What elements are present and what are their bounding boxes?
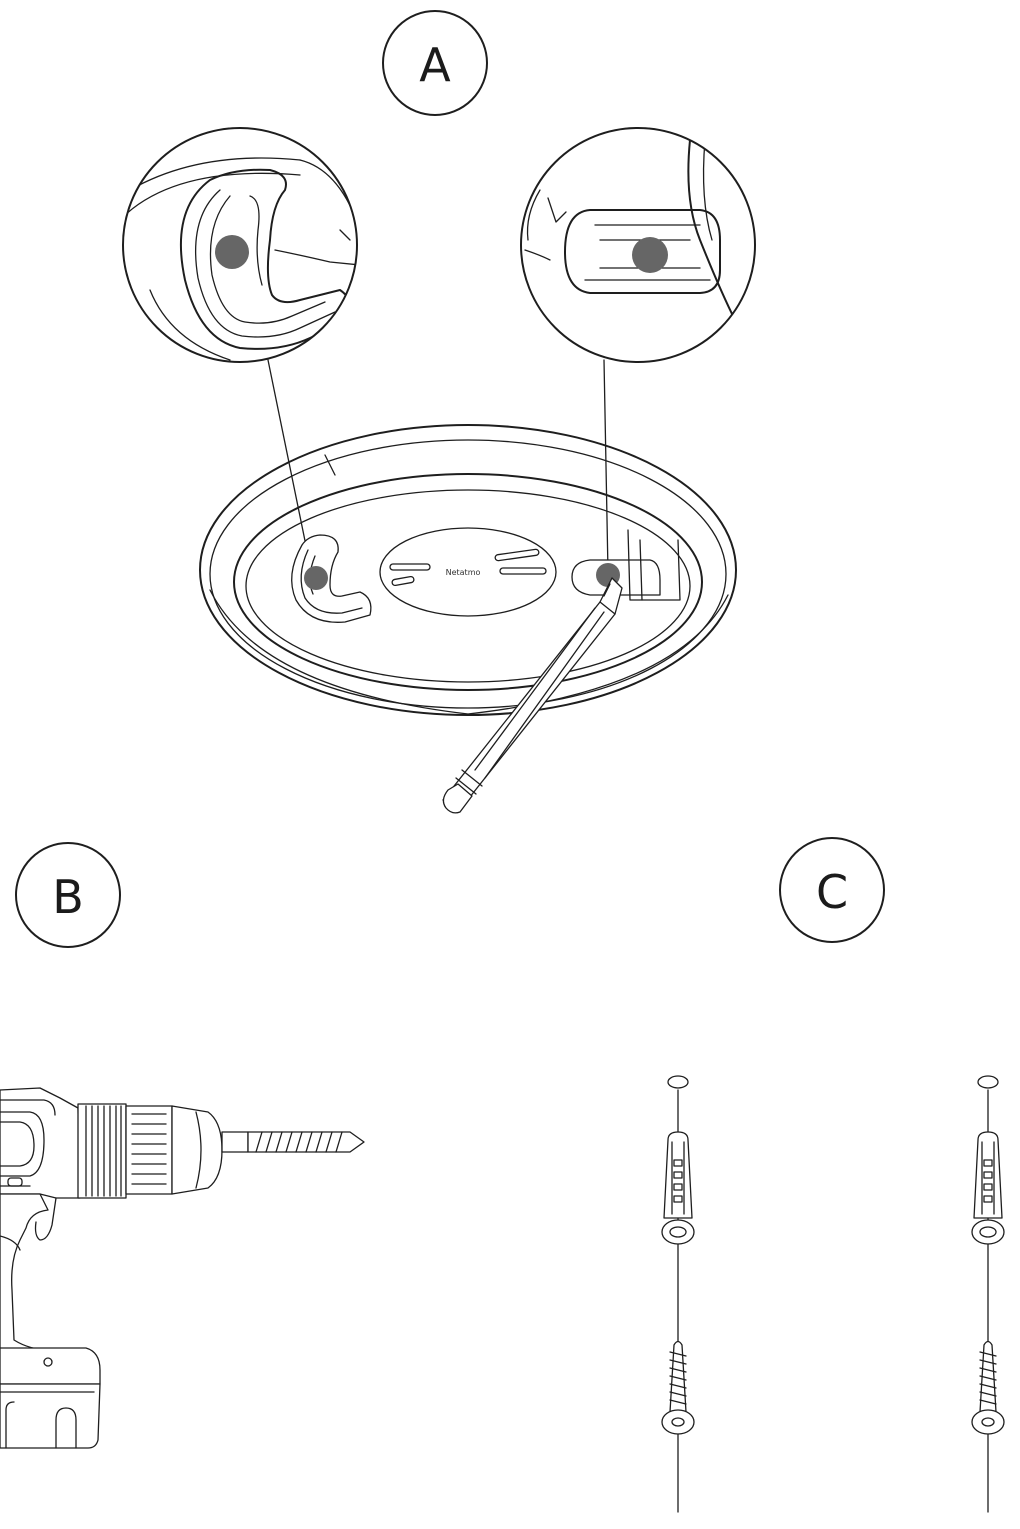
drill-bit-flutes: [255, 1131, 343, 1153]
screw-right: [971, 1340, 1005, 1435]
wall-plug-left: [661, 1131, 695, 1245]
step-b-badge: B: [15, 842, 121, 948]
screw-left: [661, 1340, 695, 1435]
step-b-label: B: [52, 870, 84, 924]
drill-mark-right-zoom: [632, 237, 668, 273]
drill-mark-left-zoom: [215, 235, 249, 269]
wall-plug-and-screw-right: [971, 1075, 1005, 1513]
callout-line-right: [603, 359, 609, 573]
step-c-badge: C: [779, 837, 885, 943]
mounting-plate: Netatmo: [199, 424, 737, 716]
step-a-badge: A: [382, 10, 488, 116]
drill-icon: [0, 1087, 365, 1449]
plate-logo: Netatmo: [446, 568, 481, 577]
zoom-callout-right: [520, 127, 756, 363]
step-a-label: A: [419, 38, 451, 92]
step-c: C: [661, 837, 1005, 1513]
step-b: B: [0, 842, 365, 1449]
wall-plug-right: [971, 1131, 1005, 1245]
drill-hole-left: [667, 1075, 689, 1089]
callout-line-left: [267, 359, 313, 576]
clutch-ring-ridges: [85, 1105, 122, 1197]
chuck-ridges: [131, 1113, 167, 1185]
step-a: A: [122, 10, 756, 814]
drill-mark-left: [304, 566, 328, 590]
step-c-label: C: [816, 865, 848, 919]
zoom-callout-left: [122, 127, 358, 363]
pencil-icon: [442, 577, 623, 814]
drill-hole-right: [977, 1075, 999, 1089]
wall-plug-and-screw-left: [661, 1075, 695, 1513]
